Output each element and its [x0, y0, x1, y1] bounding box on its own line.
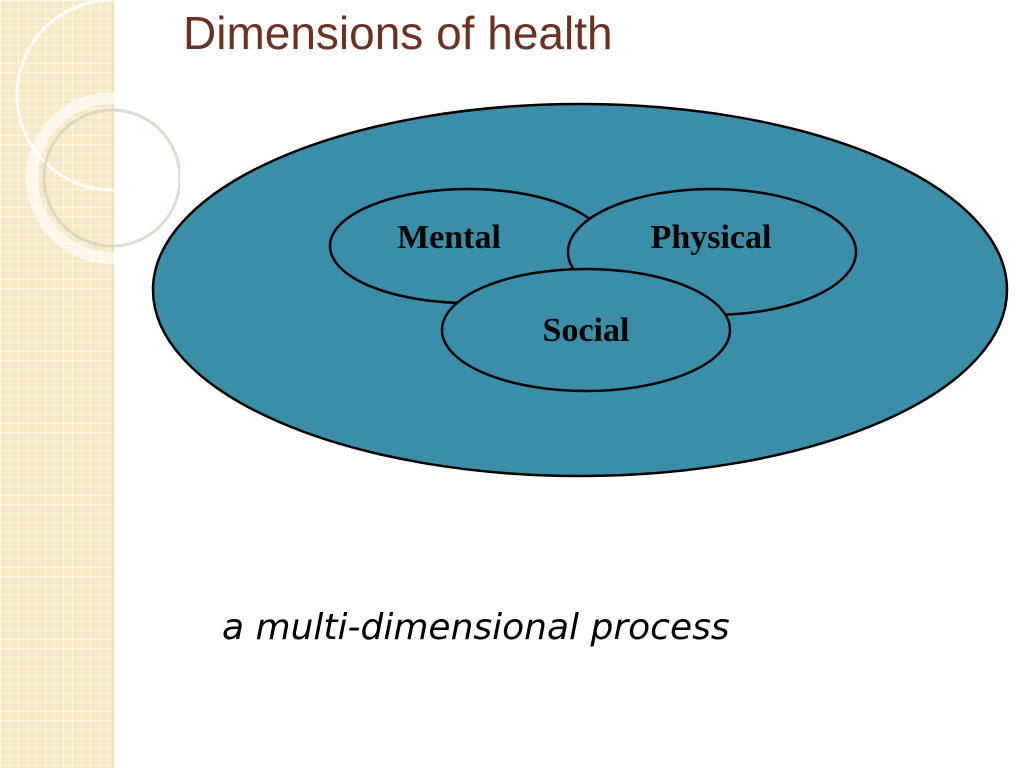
physical-label: Physical: [651, 219, 772, 256]
decorative-ring-medium: [26, 92, 180, 264]
page-title: Dimensions of health: [183, 7, 613, 59]
social-ellipse: [440, 267, 732, 393]
diagram-caption: a multi-dimensional process: [222, 607, 730, 648]
social-label: Social: [543, 312, 630, 349]
decorative-ring-inner: [42, 108, 180, 248]
decorative-ring-large: [15, 0, 180, 192]
decorative-rings: [15, 0, 180, 264]
mental-label: Mental: [397, 219, 501, 256]
